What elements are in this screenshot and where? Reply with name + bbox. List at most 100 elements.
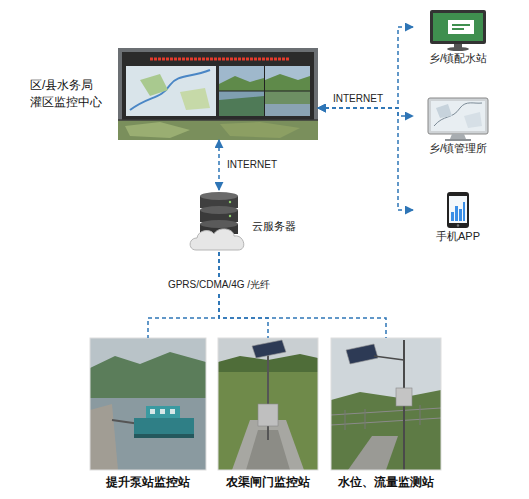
node-label: 水位、流量监测站: [338, 475, 434, 490]
computer-icon-part: [450, 134, 466, 139]
computer-icon-part: [464, 112, 482, 128]
server-icon-part: [200, 220, 238, 228]
control-center-photo-part: [126, 66, 216, 116]
node-label: 农渠闸门监控站: [226, 475, 310, 490]
computer-icon-part: [431, 101, 485, 131]
flow-station-photo-part: [331, 390, 441, 470]
pump-station-photo-part: [90, 398, 206, 470]
client-icon-box: 乡/镇配水站: [413, 8, 503, 66]
control-center-photo-part: [150, 58, 290, 61]
dashed-connector: [218, 140, 220, 190]
flow-station-photo-part: [365, 409, 366, 429]
node-label: 区/县水务局 灌区监控中心: [30, 77, 106, 112]
server-icon-part: [229, 215, 231, 217]
phone-icon-part: [451, 212, 454, 221]
control-center-photo-part: [118, 48, 318, 140]
control-center-photo: [118, 48, 318, 140]
computer-icon: [428, 98, 488, 141]
computer-icon-part: [436, 104, 452, 118]
control-center-box: 区/县水务局 灌区监控中心: [118, 48, 318, 140]
control-center-photo-part: [219, 66, 264, 91]
canal-gate-photo-part: [218, 338, 318, 470]
phone-icon: [447, 192, 469, 228]
flow-station-photo-part: [348, 436, 398, 470]
dashed-connector: [219, 252, 386, 338]
control-center-photo-part: [265, 74, 310, 91]
flow-station-photo-part: [331, 338, 441, 470]
phone-icon-part: [457, 224, 459, 226]
control-center-photo-part: [125, 122, 190, 138]
connector-label: INTERNET: [227, 159, 277, 171]
node-label: 手机APP: [413, 230, 503, 244]
flow-station-photo-part: [331, 418, 441, 425]
station-photo-box: 农渠闸门监控站: [218, 338, 318, 470]
flow-station-photo-part: [331, 338, 441, 470]
control-center-photo-part: [265, 66, 310, 91]
station-photo-box: 提升泵站监控站: [90, 338, 206, 470]
control-center-photo-part: [130, 70, 210, 110]
server-icon: [190, 192, 244, 250]
canal-gate-photo-part: [218, 338, 318, 470]
monitor-icon: [430, 10, 486, 51]
control-center-photo-part: [265, 104, 310, 116]
control-center-photo-part: [220, 122, 300, 138]
pump-station-photo-part: [134, 434, 194, 438]
control-center-photo-part: [219, 91, 264, 116]
control-center-photo-part: [140, 74, 168, 96]
flow-station-photo-part: [345, 410, 346, 430]
control-center-photo-part: [219, 76, 264, 91]
client-icon-box: 乡/镇管理所: [413, 96, 503, 156]
node-label: 乡/镇管理所: [413, 142, 503, 156]
canal-gate-photo-part: [258, 404, 278, 426]
pump-station-photo-part: [90, 352, 206, 398]
computer-icon-part: [445, 139, 471, 141]
connector-label: INTERNET: [333, 93, 383, 105]
pump-station-photo-part: [90, 338, 206, 470]
canal-gate-photo: [218, 338, 318, 470]
server-icon-part: [190, 229, 244, 250]
dashed-connector: [318, 108, 413, 210]
dashed-connector: [219, 252, 268, 338]
server-icon-part: [200, 192, 238, 200]
monitor-icon-part: [452, 28, 464, 30]
canal-gate-photo-part: [252, 340, 286, 358]
phone-icon-part: [455, 206, 458, 221]
flow-station-photo-part: [331, 408, 441, 415]
control-center-photo-part: [180, 88, 210, 110]
server-icon-part: [229, 201, 231, 203]
computer-icon-part: [428, 98, 488, 134]
server-icon-part: [200, 206, 238, 214]
server-box: 云服务器: [192, 190, 246, 252]
flow-station-photo-part: [396, 388, 412, 406]
dashed-connector: [148, 252, 219, 338]
phone-icon-part: [449, 196, 467, 223]
connector-label: GPRS/CDMA/4G /光纤: [165, 279, 273, 291]
pump-station-photo-part: [170, 409, 175, 414]
dashed-connector: [318, 27, 413, 108]
flow-station-photo-part: [420, 405, 421, 425]
monitor-icon-part: [430, 10, 486, 44]
node-label: 云服务器: [252, 220, 296, 234]
pump-station-photo-part: [146, 406, 180, 418]
phone-icon-part: [463, 202, 465, 221]
monitor-icon-part: [448, 20, 474, 34]
control-center-photo-part: [118, 119, 318, 121]
control-center-photo-part: [219, 96, 264, 116]
control-center-photo-part: [219, 91, 310, 92]
pump-station-photo-part: [134, 418, 194, 434]
control-center-photo-part: [265, 91, 310, 116]
flow-station-photo: [331, 338, 441, 470]
station-photo-box: 水位、流量监测站: [331, 338, 441, 470]
node-label: 乡/镇配水站: [413, 52, 503, 66]
phone-icon-part: [459, 209, 462, 221]
monitor-icon-part: [433, 13, 483, 41]
pump-station-photo-part: [150, 409, 155, 414]
pump-station-photo-part: [90, 338, 206, 470]
flow-station-photo-part: [374, 356, 404, 360]
phone-icon-part: [447, 192, 469, 228]
node-label: 提升泵站监控站: [106, 475, 190, 490]
monitor-icon-part: [447, 47, 469, 51]
control-center-photo-part: [118, 120, 318, 140]
